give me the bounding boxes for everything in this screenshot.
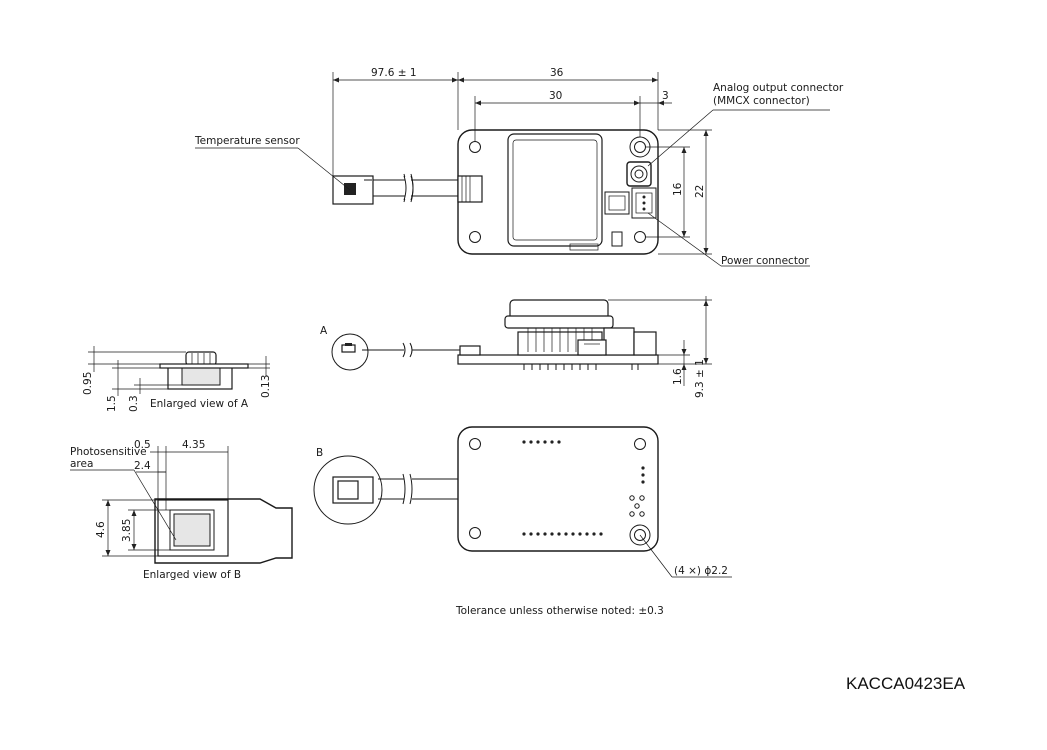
hole-note: (4 ×) ϕ2.2: [674, 565, 728, 577]
mmcx-label: (MMCX connector): [713, 95, 810, 107]
pins-side: [523, 364, 639, 370]
dim-b-24: 2.4: [134, 460, 151, 472]
view-b-marker: B: [316, 447, 323, 459]
dim-hole-pitch-y: 16: [672, 182, 684, 196]
dim-a-013: 0.13: [260, 375, 272, 398]
dim-a-03: 0.3: [128, 395, 140, 412]
dim-hole-pitch-x: 30: [549, 90, 562, 102]
dim-board-thickness: 1.6: [672, 368, 684, 385]
cable-top: [371, 173, 458, 203]
mounting-hole: [469, 141, 481, 153]
photosensitive-label-2: area: [70, 458, 93, 470]
dim-total-height: 9.3 ± 1: [694, 359, 706, 398]
dim-b-05: 0.5: [134, 439, 151, 451]
view-a-marker: A: [320, 325, 328, 337]
board-side: [457, 354, 659, 365]
analog-output-label: Analog output connector: [713, 82, 844, 94]
detector-module-top: [507, 133, 603, 247]
photosensitive-label: Photosensitive: [70, 446, 147, 458]
mounting-hole: [634, 141, 646, 153]
power-connector-top: [604, 187, 657, 219]
dim-b-435: 4.35: [182, 439, 205, 451]
enlarged-view-a: 0.95 1.5 0.3 0.13 Enlarged view of A: [82, 346, 272, 412]
board-outline-bottom: [457, 426, 659, 552]
power-connector-label: Power connector: [721, 255, 809, 267]
temperature-sensor-top: [332, 175, 374, 205]
dim-b-46: 4.6: [95, 521, 107, 538]
mmcx-connector-top: [626, 161, 652, 187]
tolerance-note: Tolerance unless otherwise noted: ±0.3: [455, 605, 664, 617]
sensor-head-outline: [154, 498, 293, 564]
pad-row-top: [522, 440, 561, 444]
drawing-code: KACCA0423EA: [846, 674, 966, 693]
top-view: Temperature sensor 97.6 ± 1 36 30 3 16: [194, 67, 844, 267]
dim-a-15: 1.5: [106, 395, 118, 412]
enlarged-b-label: Enlarged view of B: [143, 569, 241, 581]
dim-cable-length: 97.6 ± 1: [371, 67, 417, 79]
mounting-hole: [634, 231, 646, 243]
dim-edge-offset: 3: [662, 90, 669, 102]
side-view: A 1.6 9.3 ± 1: [320, 296, 712, 398]
dim-board-width: 36: [550, 67, 564, 79]
dim-b-385: 3.85: [121, 519, 133, 542]
view-b-circle: [313, 455, 383, 525]
bottom-view: B (4 ×) ϕ2.2: [313, 426, 732, 578]
enlarged-view-b: 0.5 4.35 2.4 4.6 3.85 Photosensitive are…: [70, 439, 293, 581]
view-a-circle: [331, 333, 369, 371]
temperature-sensor-label: Temperature sensor: [194, 135, 300, 147]
dim-board-height: 22: [694, 185, 706, 198]
dim-a-095: 0.95: [82, 372, 94, 395]
pad-row-bottom: [522, 532, 603, 536]
mounting-hole: [469, 231, 481, 243]
enlarged-a-label: Enlarged view of A: [150, 398, 249, 410]
